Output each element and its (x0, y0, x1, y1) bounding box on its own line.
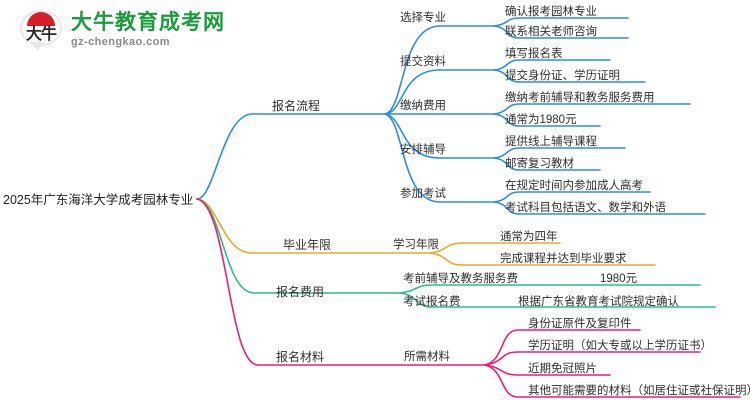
connector-group-branch-3 (196, 198, 716, 308)
leaf-node[interactable]: 填写报名表 (505, 48, 563, 60)
logo-bubble-icon: 大牛 (18, 8, 64, 52)
branch-node-baoming-liucheng[interactable]: 报名流程 (272, 99, 321, 113)
site-logo: 大牛 大牛教育成考网 gz-chengkao.com (18, 8, 225, 52)
leaf-node[interactable]: 完成课程并达到毕业要求 (500, 253, 627, 265)
subnode-suoxu-cailiao[interactable]: 所需材料 (404, 351, 450, 363)
logo-title: 大牛教育成考网 (71, 11, 225, 34)
subnode-anpai-fudao[interactable]: 安排辅导 (400, 144, 446, 156)
subnode-tijiao-ziliao[interactable]: 提交资料 (400, 56, 446, 68)
leaf-node[interactable]: 通常为四年 (500, 231, 558, 243)
leaf-node[interactable]: 提供线上辅导课程 (505, 136, 597, 148)
leaf-node[interactable]: 近期免冠照片 (528, 363, 597, 375)
leaf-node[interactable]: 联系相关老师咨询 (505, 26, 597, 38)
leaf-node[interactable]: 其他可能需要的材料（如居住证或社保证明） (528, 385, 750, 397)
leaf-node[interactable]: 提交身份证、学历证明 (505, 70, 620, 82)
red-arc-shape (27, 12, 55, 26)
logo-text-block: 大牛教育成考网 gz-chengkao.com (71, 11, 225, 49)
leaf-node[interactable]: 缴纳考前辅导和教务服务费用 (505, 92, 655, 104)
leaf-node[interactable]: 1980元 (600, 273, 638, 285)
logo-url: gz-chengkao.com (71, 36, 170, 48)
subnode-xuanze-zhuanye[interactable]: 选择专业 (400, 12, 446, 24)
leaf-node[interactable]: 通常为1980元 (505, 114, 577, 126)
leaf-node[interactable]: 确认报考园林专业 (505, 6, 597, 18)
subnode-canjia-kaoshi[interactable]: 参加考试 (400, 188, 446, 200)
subnode-xuexi-nianxian[interactable]: 学习年限 (393, 239, 439, 251)
logo-mark-text: 大牛 (25, 26, 57, 43)
mindmap-root-node[interactable]: 2025年广东海洋大学成考园林专业 (3, 193, 194, 207)
subnode-kaoqian-fudao-fei[interactable]: 考前辅导及教务服务费 (403, 273, 518, 285)
branch-node-baoming-cailiao[interactable]: 报名材料 (276, 350, 325, 364)
branch-node-baoming-feiyong[interactable]: 报名费用 (276, 285, 325, 299)
leaf-node[interactable]: 在规定时间内参加成人高考 (505, 180, 643, 192)
leaf-node[interactable]: 身份证原件及复印件 (528, 318, 632, 330)
subnode-kaoshi-baomingfei[interactable]: 考试报名费 (403, 296, 461, 308)
branch-node-biye-nianxian[interactable]: 毕业年限 (283, 238, 332, 252)
subnode-jiaona-feiyong[interactable]: 缴纳费用 (400, 100, 446, 112)
leaf-node[interactable]: 根据广东省教育考试院规定确认 (518, 296, 679, 308)
leaf-node[interactable]: 考试科目包括语文、数学和外语 (505, 202, 666, 214)
leaf-node[interactable]: 邮寄复习教材 (505, 158, 574, 170)
leaf-node[interactable]: 学历证明（如大专或以上学历证书） (528, 340, 712, 352)
